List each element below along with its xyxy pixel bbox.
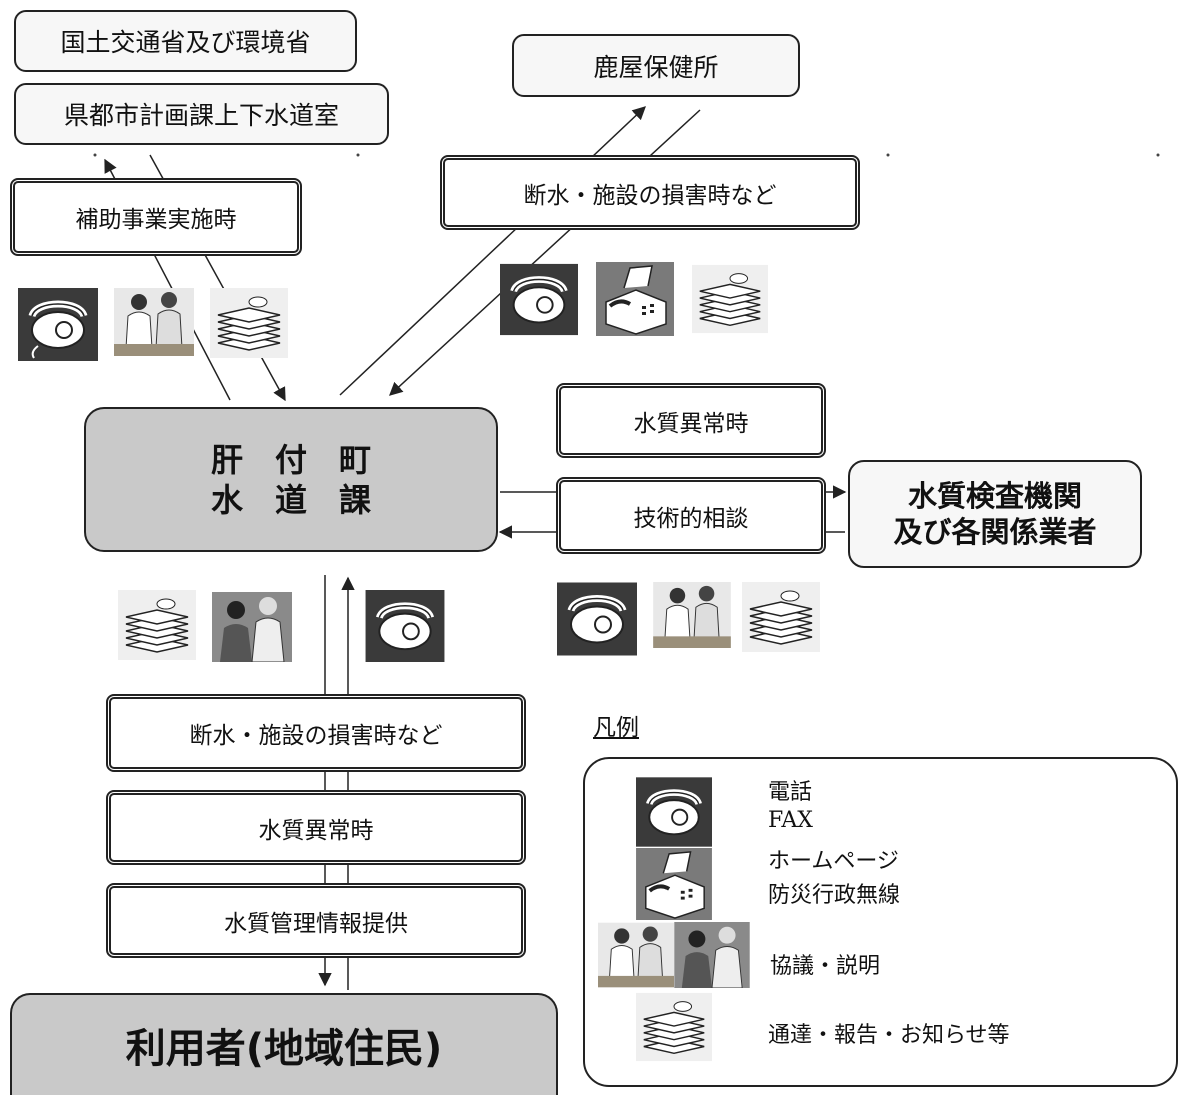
label-subsidy: 補助事業実施時: [10, 178, 302, 256]
inspection-line2: 及び各関係業者: [893, 515, 1097, 549]
meeting-icon: [598, 922, 674, 992]
center-line1: 肝 付 町: [210, 440, 371, 479]
meeting-icon: [212, 592, 292, 666]
inspection-line1: 水質検査機関: [907, 478, 1082, 513]
legend-title: 凡例: [593, 715, 639, 741]
phone-icon: [365, 590, 445, 666]
documents-icon: [210, 288, 288, 362]
agency-prefecture: 県都市計画課上下水道室: [14, 83, 389, 145]
agency-mlit-moe: 国土交通省及び環境省: [14, 10, 357, 72]
users-label: 利用者(地域住民): [125, 1026, 443, 1072]
arrow-from-health-center: [389, 109, 701, 396]
documents-icon: [742, 582, 820, 656]
label-water-quality-bottom: 水質異常時: [106, 790, 526, 865]
meeting-icon: [652, 582, 732, 652]
label-outage-top-text: 断水・施設の損害時など: [523, 182, 777, 209]
center-line2: 水 道 課: [210, 480, 371, 519]
phone-icon: [636, 777, 712, 851]
meeting-icon: [674, 922, 750, 992]
agency-prefecture-label: 県都市計画課上下水道室: [63, 101, 339, 130]
legend-item-meeting: 協議・説明: [770, 954, 881, 979]
label-water-quality-right: 水質異常時: [556, 383, 826, 458]
legend-item-fax: FAX: [768, 808, 813, 833]
agency-mlit-moe-label: 国土交通省及び環境省: [60, 28, 311, 57]
inspection-org: 水質検査機関 及び各関係業者: [848, 460, 1142, 568]
label-technical-consult: 技術的相談: [556, 477, 826, 554]
fax-icon: [596, 262, 674, 340]
label-quality-info: 水質管理情報提供: [106, 883, 526, 958]
label-quality-info-text: 水質管理情報提供: [224, 910, 408, 937]
phone-icon: [500, 262, 578, 341]
label-technical-consult-text: 技術的相談: [633, 505, 749, 532]
phone-icon: [557, 582, 637, 660]
fax-icon: [636, 848, 712, 924]
agency-health-center-label: 鹿屋保健所: [593, 52, 719, 82]
label-outage-bottom-text: 断水・施設の損害時など: [189, 723, 443, 749]
documents-icon: [636, 992, 712, 1066]
label-outage-top: 断水・施設の損害時など: [440, 155, 860, 230]
legend-item-homepage: ホームページ: [768, 849, 899, 874]
label-subsidy-text: 補助事業実施時: [75, 207, 237, 233]
arrow-to-health-center: [339, 106, 646, 396]
legend-item-radio: 防災行政無線: [768, 883, 901, 908]
agency-health-center: 鹿屋保健所: [512, 34, 800, 97]
center-water-dept: 肝 付 町 水 道 課: [84, 407, 498, 552]
label-water-quality-right-text: 水質異常時: [633, 410, 749, 437]
documents-icon: [692, 262, 768, 340]
users-residents: 利用者(地域住民): [10, 993, 558, 1095]
legend-item-notice: 通達・報告・お知らせ等: [768, 1023, 1010, 1048]
meeting-icon: [114, 288, 194, 360]
legend-item-phone: 電話: [768, 780, 813, 805]
documents-icon: [118, 590, 196, 664]
label-outage-bottom: 断水・施設の損害時など: [106, 694, 526, 772]
phone-icon: [18, 288, 98, 365]
label-water-quality-bottom-text: 水質異常時: [258, 817, 374, 844]
